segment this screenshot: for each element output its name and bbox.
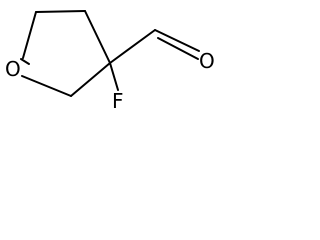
c-f-bond (109, 62, 119, 91)
aldehyde-oxygen-label: O (199, 49, 215, 73)
ring-oxygen-label: O (5, 57, 21, 81)
fluorine-label: F (112, 89, 124, 113)
ring-bond-c2-o (20, 58, 30, 65)
c-o-double-bond-1 (154, 29, 200, 52)
ring-bond-c5-c4 (35, 10, 86, 13)
c-cho-bond (109, 29, 156, 64)
ring-bond-c2b-o (21, 75, 72, 97)
ring-bond-c5-c2 (22, 11, 37, 59)
c-o-double-bond-2 (157, 37, 199, 60)
ring-bond-c4-c3 (84, 10, 111, 64)
chemical-structure: O F O (5, 10, 215, 113)
ring-bond-c3-c2b (70, 62, 111, 97)
